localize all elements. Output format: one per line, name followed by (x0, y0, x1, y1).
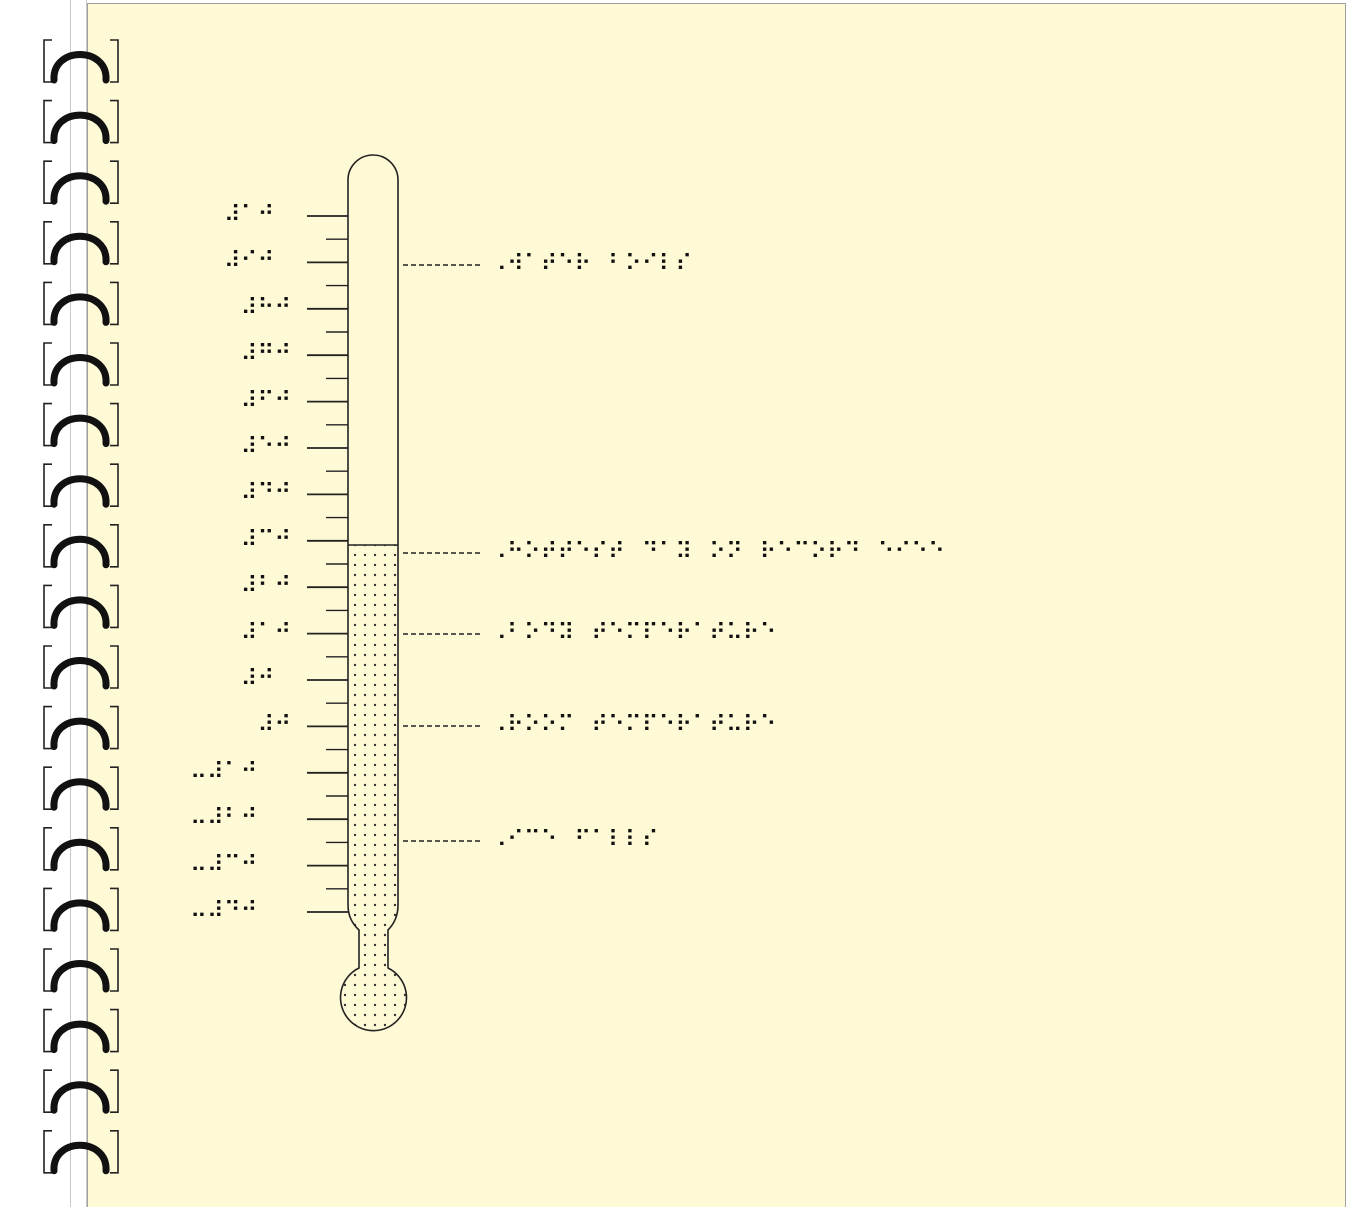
annotation-label: ⠠⠃⠕⠙⠽⠀⠞⠑⠍⠏⠑⠗⠁⠞⠥⠗⠑ (490, 620, 776, 646)
fill-braille-line: ⠀⠀⠀⠀⠀⠀⠀⠀⠀⠀⠀⠀⠀⠀⠀⠀⠀⠀⠀⠀⠀⠀⠀⠀⠀⠀⠀⠀⠀⠀⠀⠀⠀⠀⠀⠀⠀⠀⠀⠀ (190, 108, 864, 134)
scale-label: ⠀⠀⠼⠁⠚ (190, 202, 274, 228)
scale-label: ⠀⠀⠀⠼⠃⠚ (190, 573, 291, 599)
scale-label: ⠀⠀⠀⠼⠓⠚ (190, 295, 291, 321)
scale-label: ⠀⠀⠀⠼⠋⠚ (190, 388, 291, 414)
scale-label: ⠀⠀⠀⠼⠁⠚ (190, 620, 291, 646)
scale-label: ⠤⠼⠁⠚ (190, 759, 257, 785)
scale-label: ⠀⠀⠀⠼⠑⠚ (190, 434, 291, 460)
fill-braille-line: ⠀⠀⠀⠀⠀⠀⠀⠀⠀⠀⠀⠀⠀⠀⠀⠀⠀⠀⠀⠀⠀⠀⠀⠀⠀⠀⠀⠀⠀⠀⠀⠀⠀⠀⠀⠀⠀⠀⠀⠀ (190, 154, 864, 180)
scale-label: ⠤⠼⠙⠚ (190, 898, 257, 924)
mercury-fill (341, 545, 407, 1031)
scale-ticks (307, 216, 348, 912)
scale-label: ⠀⠀⠀⠀⠼⠚ (190, 712, 291, 738)
scale-label: ⠀⠀⠀⠼⠙⠚ (190, 480, 291, 506)
annotation-label: ⠠⠗⠕⠕⠍⠀⠞⠑⠍⠏⠑⠗⠁⠞⠥⠗⠑ (490, 712, 776, 738)
title-braille-line: ⠀⠀⠀⠀⠀⠀⠀⠀⠀⠀⠀⠀⠀⠀⠀⠀⠀⠀⠀⠀⠀⠀⠀⠀⠀⠀⠀⠀⠀⠀⠀⠀⠀⠀⠀⠀⠀⠀⠀⠀ (190, 64, 864, 90)
annotation-label: ⠠⠺⠁⠞⠑⠗⠀⠃⠕⠊⠇⠎ (490, 251, 692, 277)
mercury-column (341, 545, 407, 1031)
annotation-leaders (403, 265, 482, 841)
scale-label: ⠤⠼⠉⠚ (190, 852, 257, 878)
scale-label: ⠀⠀⠼⠊⠚ (190, 248, 274, 274)
scale-label: ⠀⠀⠀⠼⠚ (190, 666, 274, 692)
scale-label: ⠀⠀⠀⠼⠛⠚ (190, 341, 291, 367)
annotation-label: ⠠⠓⠕⠞⠞⠑⠎⠞⠀⠙⠁⠽⠀⠕⠝⠀⠗⠑⠉⠕⠗⠙⠀⠑⠊⠑⠑ (490, 539, 945, 565)
scale-label: ⠤⠼⠃⠚ (190, 805, 257, 831)
annotation-label: ⠠⠊⠉⠑⠀⠋⠁⠇⠇⠎ (490, 827, 658, 853)
scale-label: ⠀⠀⠀⠼⠉⠚ (190, 527, 291, 553)
